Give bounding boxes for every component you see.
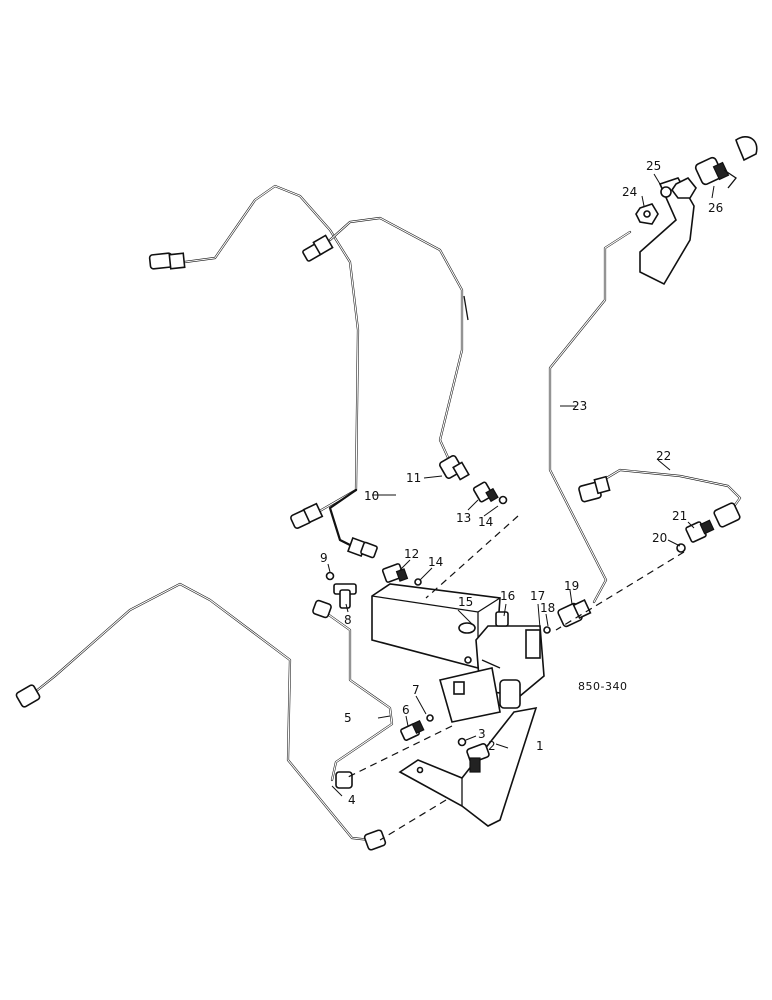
clamp-26 [735, 136, 758, 162]
elbow-fitting-2 [466, 743, 490, 773]
fitting-tube5-top [312, 599, 332, 619]
callout-25: 25 [646, 159, 661, 173]
callout-21: 21 [672, 509, 687, 523]
fitting-tube4-right [363, 829, 387, 851]
tube-22 [598, 468, 742, 514]
callout-14-upper: 14 [478, 515, 493, 529]
valve-assembly [438, 611, 545, 723]
callout-7: 7 [412, 683, 420, 697]
dashed-connection-lines [345, 515, 685, 841]
fitting-tube10-lower-left [290, 502, 324, 529]
fitting-tube10-top [302, 234, 334, 262]
o-ring-9 [325, 571, 335, 581]
callout-9: 9 [320, 551, 328, 565]
o-ring-7 [426, 714, 434, 722]
fitting-6 [400, 719, 425, 741]
bracket-1 [398, 706, 538, 827]
callout-1: 1 [536, 739, 544, 753]
callout-22: 22 [656, 449, 671, 463]
fitting-12 [381, 563, 409, 583]
callout-15: 15 [458, 595, 473, 609]
fitting-19 [557, 599, 592, 628]
callout-17: 17 [530, 589, 545, 603]
tube-11 [328, 216, 469, 464]
callout-16: 16 [500, 589, 515, 603]
fitting-21 [685, 519, 715, 543]
fitting-tube10-left-end [148, 252, 186, 270]
callout-13: 13 [456, 511, 471, 525]
fitting-26 [694, 156, 737, 189]
fitting-tube10-lower-right [347, 537, 378, 559]
callout-5: 5 [344, 711, 352, 725]
fitting-tube22-left [578, 475, 611, 503]
fitting-tube22-right [713, 502, 741, 528]
leader-lines [327, 173, 715, 797]
valve-body-15 [371, 583, 501, 669]
callout-3: 3 [478, 727, 486, 741]
callout-11: 11 [406, 471, 421, 485]
fitting-tube4-left [15, 684, 41, 708]
tube-5 [320, 608, 394, 782]
tube-4 [28, 582, 372, 842]
callout-6: 6 [402, 703, 410, 717]
callout-24: 24 [622, 185, 637, 199]
tube-23 [548, 230, 632, 604]
callout-26: 26 [708, 201, 723, 215]
callout-18: 18 [540, 601, 555, 615]
diagram-reference-code: 850-340 [578, 680, 627, 693]
o-ring-3 [457, 737, 467, 747]
fitting-11 [439, 455, 470, 481]
nut-24 [635, 203, 659, 225]
fitting-tube5-bottom [335, 771, 353, 789]
callout-14-lower: 14 [428, 555, 443, 569]
callout-10: 10 [364, 489, 379, 503]
callout-20: 20 [652, 531, 667, 545]
tee-fitting-8 [333, 583, 357, 609]
tube-10 [183, 184, 360, 550]
callout-12: 12 [404, 547, 419, 561]
callout-4: 4 [348, 793, 356, 807]
nut-25b [671, 176, 697, 199]
callout-19: 19 [564, 579, 579, 593]
o-ring-14-lower [414, 578, 422, 586]
o-ring-18 [543, 626, 551, 634]
callout-8: 8 [344, 613, 352, 627]
callout-23: 23 [572, 399, 587, 413]
callout-2: 2 [488, 739, 496, 753]
fitting-13 [472, 481, 508, 505]
